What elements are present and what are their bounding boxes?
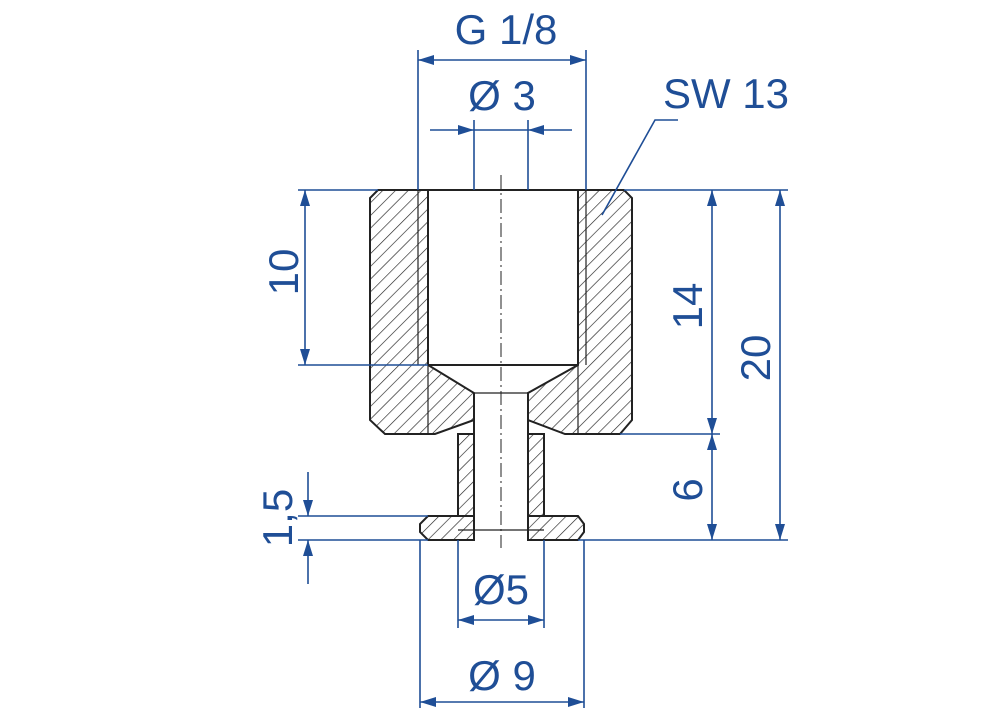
label-stem-height: 6: [664, 478, 711, 501]
label-stem-dia: Ø5: [473, 566, 529, 613]
dimension-labels: G 1/8 Ø 3 SW 13 10 14 20 6 1,5 Ø5 Ø 9: [254, 6, 789, 699]
body-right-section: [527, 189, 633, 435]
flange-left-section: [419, 515, 475, 541]
label-flange-thickness: 1,5: [254, 489, 301, 547]
extension-lines: [298, 50, 788, 708]
part-section: [369, 175, 633, 548]
label-bore-dia: Ø 3: [468, 72, 536, 119]
label-wrench-size: SW 13: [663, 70, 789, 117]
label-flange-dia: Ø 9: [468, 652, 536, 699]
dimension-lines: [300, 55, 785, 707]
label-thread-depth: 10: [260, 249, 307, 296]
body-left-section: [369, 189, 475, 435]
label-total-height: 20: [732, 335, 779, 382]
label-upper-height: 14: [664, 283, 711, 330]
flange-right-section: [527, 515, 585, 541]
stem-left-wall: [457, 433, 475, 517]
label-thread: G 1/8: [455, 6, 558, 53]
stem-right-wall: [527, 433, 545, 517]
